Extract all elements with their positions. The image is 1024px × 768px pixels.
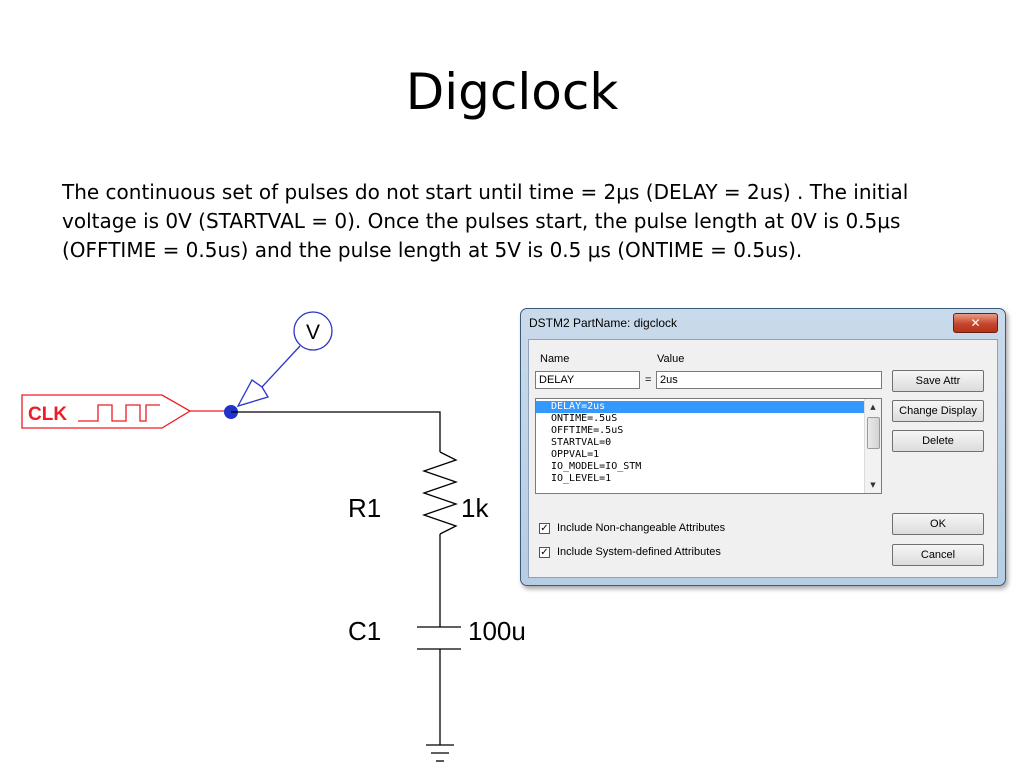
dstm2-properties-dialog: DSTM2 PartName: digclock ✕ Name Value DE… [520, 308, 1006, 586]
close-icon: ✕ [970, 316, 981, 330]
resistor-ref-label: R1 [348, 493, 381, 523]
dialog-client-area: Name Value DELAY = 2us DELAY=2us ONTIME=… [528, 339, 998, 578]
list-item[interactable]: STARTVAL=0 [551, 437, 612, 448]
value-header: Value [657, 353, 685, 365]
scroll-thumb[interactable] [867, 417, 880, 449]
dialog-titlebar[interactable]: DSTM2 PartName: digclock ✕ [521, 309, 1005, 335]
capacitor-c1[interactable] [417, 626, 461, 650]
slide-title: Digclock [405, 63, 619, 121]
scroll-up-icon[interactable]: ▲ [870, 403, 876, 411]
attribute-list[interactable]: DELAY=2us ONTIME=.5uS OFFTIME=.5uS START… [535, 398, 882, 494]
pulse-waveform-icon [78, 404, 160, 422]
checkmark-icon: ✓ [540, 523, 549, 534]
close-button[interactable]: ✕ [953, 313, 998, 333]
ok-button[interactable]: OK [892, 513, 984, 535]
dialog-title: DSTM2 PartName: digclock [529, 316, 678, 330]
change-display-button[interactable]: Change Display [892, 400, 984, 422]
include-system-label: Include System-defined Attributes [557, 546, 721, 558]
slide-body-text: The continuous set of pulses do not star… [62, 180, 909, 262]
capacitor-ref-label: C1 [348, 616, 381, 646]
include-nonchangeable-label: Include Non-changeable Attributes [557, 522, 726, 534]
cancel-button[interactable]: Cancel [892, 544, 984, 566]
value-field[interactable]: 2us [656, 371, 882, 389]
schematic: CLK V R1 1k C1 100u [21, 311, 526, 762]
name-field[interactable]: DELAY [535, 371, 640, 389]
include-nonchangeable-checkbox[interactable]: ✓ [539, 523, 550, 534]
capacitor-value-label: 100u [468, 616, 526, 646]
resistor-value-label: 1k [461, 493, 489, 523]
equals-sign: = [645, 374, 652, 386]
voltage-probe[interactable]: V [236, 311, 333, 408]
clock-source-symbol[interactable]: CLK [21, 394, 192, 429]
probe-label: V [306, 321, 320, 344]
name-header: Name [540, 353, 570, 365]
include-system-checkbox[interactable]: ✓ [539, 547, 550, 558]
scroll-down-icon[interactable]: ▼ [870, 481, 876, 489]
clk-label: CLK [28, 404, 67, 425]
checkmark-icon: ✓ [540, 547, 549, 558]
save-attr-button[interactable]: Save Attr [892, 370, 984, 392]
list-item[interactable]: ONTIME=.5uS [551, 413, 618, 424]
list-item[interactable]: OFFTIME=.5uS [551, 425, 624, 436]
list-item[interactable]: DELAY=2us [536, 401, 864, 413]
attribute-list-scrollbar[interactable]: ▲ ▼ [864, 399, 881, 493]
list-item[interactable]: OPPVAL=1 [551, 449, 600, 460]
ground-icon [426, 744, 454, 762]
list-item[interactable]: IO_MODEL=IO_STM [551, 461, 642, 472]
delete-button[interactable]: Delete [892, 430, 984, 452]
list-item[interactable]: IO_LEVEL=1 [551, 473, 612, 484]
resistor-r1[interactable] [422, 451, 458, 535]
wire-top [231, 411, 441, 452]
